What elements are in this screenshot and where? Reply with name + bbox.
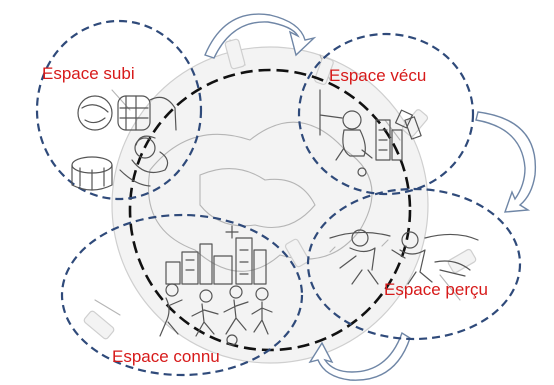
ellipse-espace-percu (306, 187, 522, 341)
ellipse-espace-vecu (297, 32, 475, 196)
illustration-espace-vecu (319, 89, 422, 177)
cycle-arrow-icon (204, 13, 537, 381)
illustration-espace-percu (329, 229, 479, 285)
ellipse-espace-connu (60, 213, 304, 377)
label-espace-connu: Espace connu (112, 347, 220, 366)
globe-icon (83, 38, 477, 364)
label-espace-vecu: Espace vécu (329, 66, 426, 85)
label-espace-subi: Espace subi (42, 64, 135, 83)
ellipse-espace-subi (35, 19, 203, 201)
illustration-espace-subi (71, 95, 177, 191)
illustration-espace-connu (159, 225, 273, 346)
label-espace-percu: Espace perçu (384, 280, 488, 299)
